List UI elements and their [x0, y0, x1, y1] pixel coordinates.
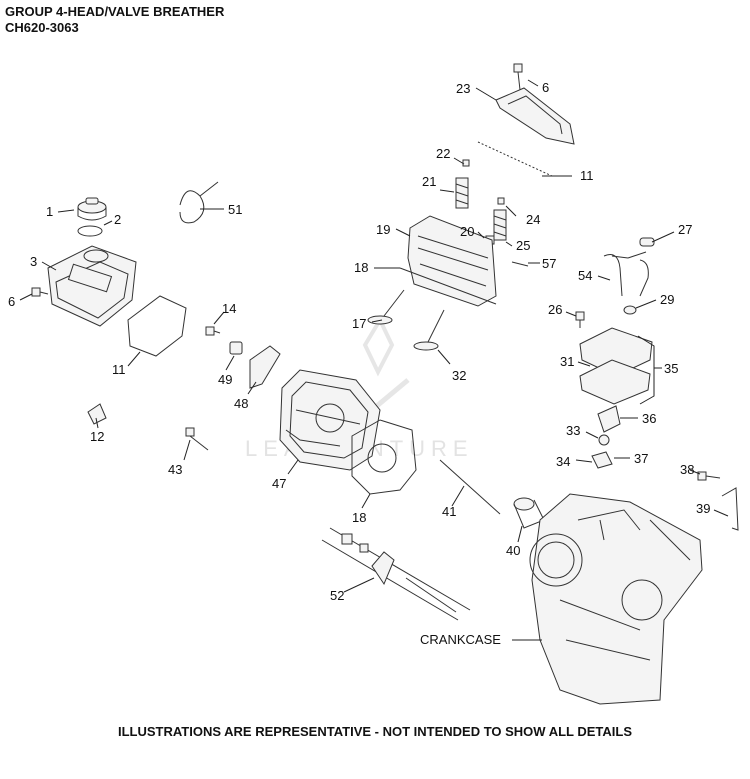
callout-34: 34 — [556, 454, 570, 469]
exhaust-valve — [413, 309, 445, 351]
callout-54: 54 — [578, 268, 592, 283]
screw-26 — [575, 311, 585, 328]
clamp-27 — [639, 237, 655, 247]
pivot-49 — [229, 341, 243, 355]
callout-51: 51 — [228, 202, 242, 217]
bracket-39 — [721, 487, 739, 531]
callout-11b: 11 — [580, 168, 594, 183]
callout-37: 37 — [634, 451, 648, 466]
callout-6: 6 — [8, 294, 15, 309]
intake-valve — [367, 289, 405, 325]
callout-36: 36 — [642, 411, 656, 426]
model-number: CH620-3063 — [5, 20, 79, 35]
callout-32: 32 — [452, 368, 466, 383]
fitting-33 — [598, 434, 610, 446]
callout-24: 24 — [526, 212, 540, 227]
callout-49: 49 — [218, 372, 232, 387]
cylinder-head — [279, 369, 381, 471]
lifter — [513, 497, 545, 529]
valve-cover — [47, 245, 137, 327]
callout-25: 25 — [516, 238, 530, 253]
breather-cover-31 — [579, 327, 653, 405]
callout-22: 22 — [436, 146, 450, 161]
screw-38 — [697, 471, 721, 481]
callout-20: 20 — [460, 224, 474, 239]
head-bolt — [185, 427, 209, 451]
callout-57: 57 — [542, 256, 556, 271]
push-rod — [439, 459, 501, 515]
breather-gasket — [477, 141, 553, 177]
callout-33: 33 — [566, 423, 580, 438]
callout-crankcase: CRANKCASE — [420, 632, 501, 647]
callout-21: 21 — [422, 174, 436, 189]
callout-18b: 18 — [352, 510, 366, 525]
callout-18a: 18 — [354, 260, 368, 275]
breather-hose — [603, 251, 649, 297]
clamp-29 — [623, 305, 637, 315]
o-ring — [77, 225, 103, 237]
bracket — [87, 403, 107, 425]
callout-47: 47 — [272, 476, 286, 491]
callout-48: 48 — [234, 396, 248, 411]
head-gasket — [351, 419, 417, 495]
callout-23: 23 — [456, 81, 470, 96]
callout-39: 39 — [696, 501, 710, 516]
callout-29: 29 — [660, 292, 674, 307]
callout-26: 26 — [548, 302, 562, 317]
leader-lines — [19, 79, 729, 641]
reed-36 — [597, 405, 621, 433]
rocker-assembly — [321, 527, 471, 621]
callout-52: 52 — [330, 588, 344, 603]
valve-springs — [455, 159, 507, 245]
rocker-arm — [249, 345, 281, 389]
disclaimer-footer: ILLUSTRATIONS ARE REPRESENTATIVE - NOT I… — [118, 724, 632, 739]
callout-19: 19 — [376, 222, 390, 237]
callout-14: 14 — [222, 301, 236, 316]
part-57 — [511, 261, 529, 267]
cylinder-head-top — [399, 215, 497, 307]
diagram-title: GROUP 4-HEAD/VALVE BREATHER — [5, 4, 225, 19]
callout-11: 11 — [112, 362, 126, 377]
bolt-top — [513, 63, 523, 91]
callout-2: 2 — [114, 212, 121, 227]
callout-3: 3 — [30, 254, 37, 269]
callout-40: 40 — [506, 543, 520, 558]
callout-numbers: 1 2 3 6 11 12 51 14 49 48 43 47 18 41 40… — [8, 80, 710, 647]
callout-1: 1 — [46, 204, 53, 219]
breather-cover — [495, 87, 575, 145]
callout-43: 43 — [168, 462, 182, 477]
oil-fill-cap — [77, 197, 107, 221]
callout-6b: 6 — [542, 80, 549, 95]
crankcase — [529, 493, 703, 705]
plate-34 — [591, 451, 613, 469]
cable-tie — [179, 181, 219, 224]
screw-14 — [205, 326, 221, 336]
callout-27: 27 — [678, 222, 692, 237]
callout-12: 12 — [90, 429, 104, 444]
callout-17: 17 — [352, 316, 366, 331]
valve-cover-gasket — [127, 295, 187, 357]
callout-35: 35 — [664, 361, 678, 376]
callout-38: 38 — [680, 462, 694, 477]
callout-41: 41 — [442, 504, 456, 519]
callout-31: 31 — [560, 354, 574, 369]
bolt-left — [31, 287, 49, 297]
